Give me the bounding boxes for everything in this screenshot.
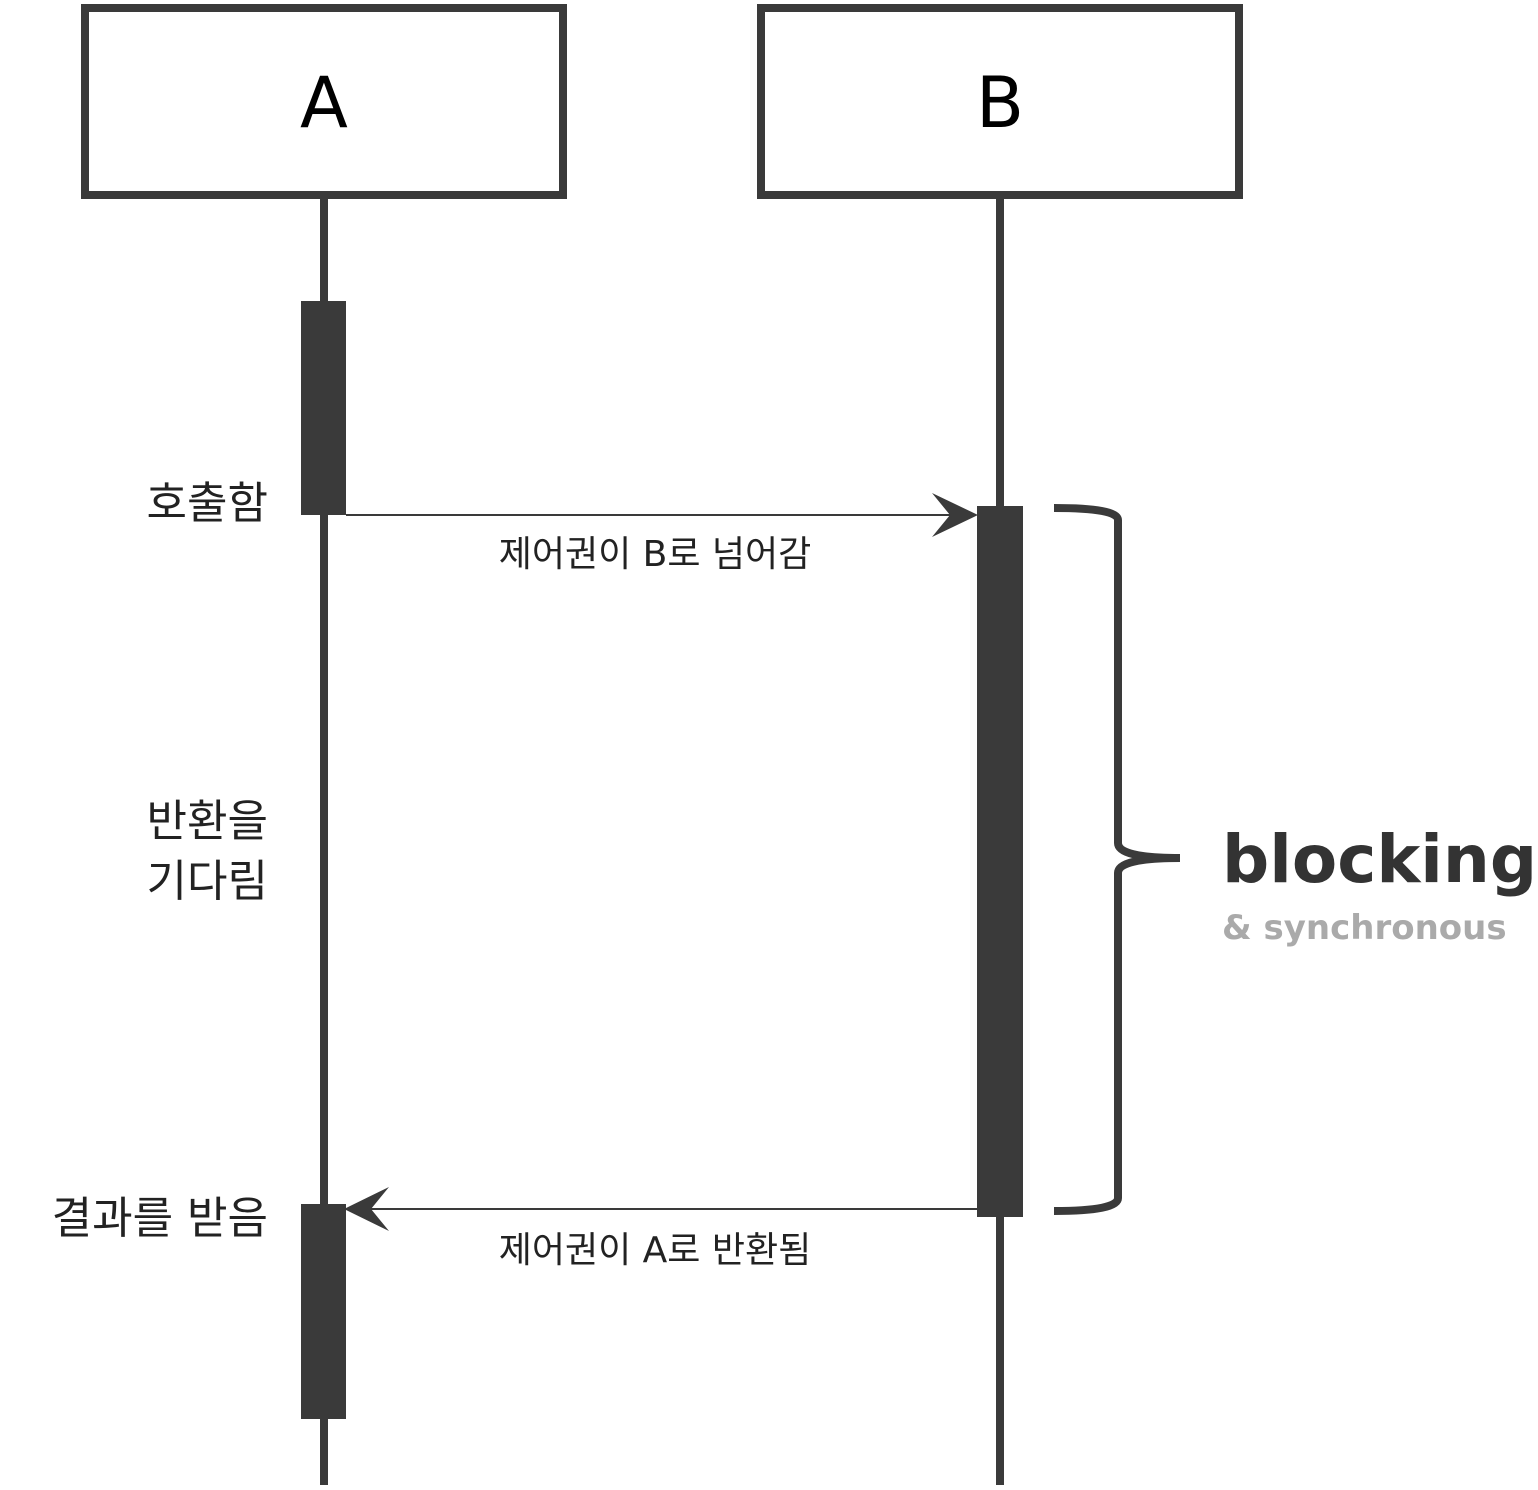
participant-b-box bbox=[757, 4, 1243, 199]
participant-b-label: B bbox=[976, 62, 1024, 144]
receive-side-label: 결과를 받음 bbox=[52, 1193, 268, 1244]
participant-a-label: A bbox=[300, 62, 348, 144]
call-arrow-head-icon bbox=[932, 493, 978, 537]
return-arrow-head-icon bbox=[344, 1187, 389, 1231]
participant-a-box bbox=[81, 4, 567, 199]
wait-side-label-line1: 반환을 bbox=[147, 796, 268, 847]
blocking-subtitle: & synchronous bbox=[1222, 908, 1507, 948]
activation-b bbox=[977, 506, 1023, 1217]
activation-a-call bbox=[301, 301, 346, 515]
activation-a-receive bbox=[301, 1204, 346, 1419]
blocking-brace-icon bbox=[1053, 504, 1181, 1215]
call-message-label: 제어권이 B로 넘어감 bbox=[499, 534, 812, 575]
wait-side-label-line2: 기다림 bbox=[147, 856, 268, 907]
blocking-title: blocking bbox=[1222, 821, 1537, 898]
return-message-label: 제어권이 A로 반환됨 bbox=[499, 1230, 811, 1271]
call-side-label: 호출함 bbox=[147, 478, 268, 529]
